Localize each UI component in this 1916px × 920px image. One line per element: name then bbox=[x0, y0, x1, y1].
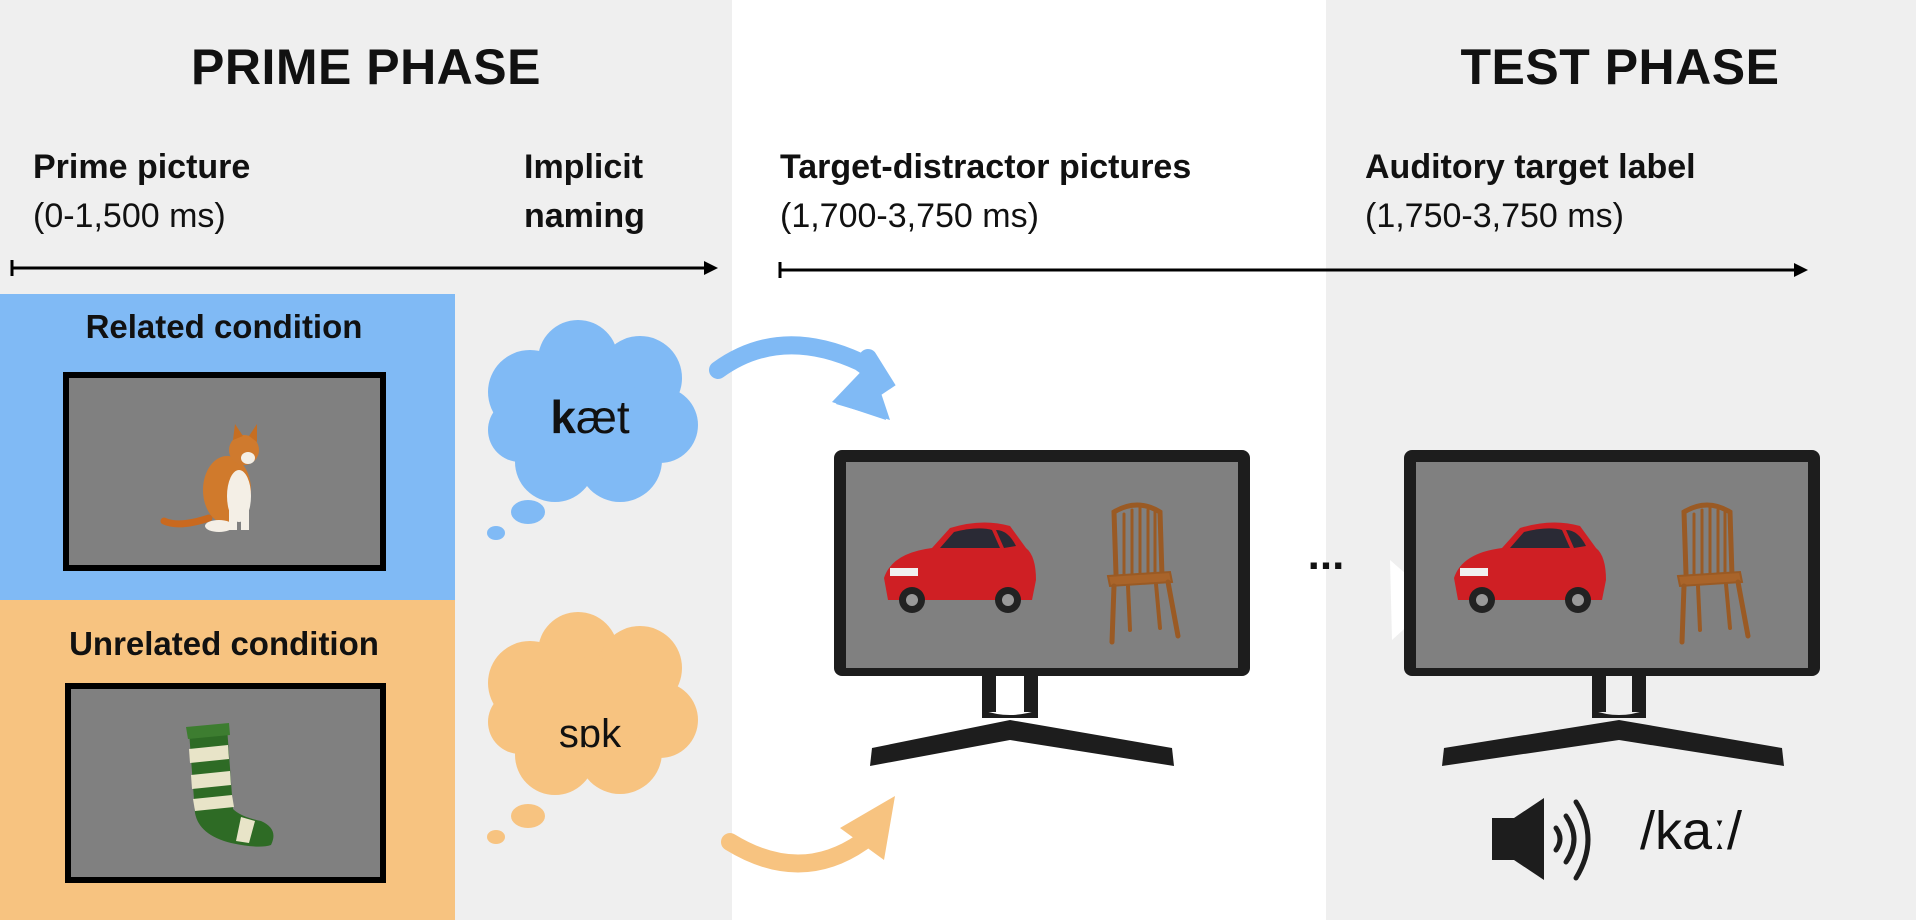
unrelated-thought-bubble bbox=[487, 612, 698, 844]
related-word-rest: æt bbox=[575, 391, 630, 443]
target-distractor-label: Target-distractor pictures bbox=[780, 148, 1192, 186]
unrelated-curved-arrow bbox=[721, 796, 895, 873]
target-distractor-label-group: Target-distractor pictures (1,700-3,750 … bbox=[780, 143, 1191, 241]
implicit-naming-line1: Implicit bbox=[524, 148, 644, 186]
unrelated-word: sɒk bbox=[558, 712, 622, 756]
target-distractor-monitor bbox=[832, 448, 1252, 768]
car-image bbox=[1454, 522, 1606, 613]
unrelated-condition-title: Unrelated condition bbox=[69, 625, 379, 662]
auditory-test-monitor bbox=[1402, 448, 1822, 768]
related-word: kæt bbox=[510, 390, 670, 444]
implicit-naming-line2: naming bbox=[524, 197, 645, 235]
spoken-target-word: /kaː/ bbox=[1640, 801, 1743, 861]
chair-image bbox=[1676, 502, 1751, 645]
related-curved-arrow bbox=[709, 336, 896, 420]
related-condition-title: Related condition bbox=[85, 308, 363, 345]
auditory-target-timing: (1,750-3,750 ms) bbox=[1365, 197, 1624, 235]
auditory-label-group: Auditory target label (1,750-3,750 ms) bbox=[1365, 143, 1696, 241]
sock-image bbox=[186, 723, 274, 847]
implicit-naming-label-group: Implicit naming bbox=[524, 143, 645, 241]
ellipsis: ... bbox=[1307, 530, 1345, 579]
monitor-2-graphic bbox=[1404, 450, 1820, 766]
car-image bbox=[884, 522, 1036, 613]
test-timeline-arrow bbox=[778, 262, 1808, 278]
related-thought-bubble bbox=[487, 320, 698, 540]
prime-picture-label: Prime picture bbox=[33, 148, 251, 186]
test-phase-title: TEST PHASE bbox=[1460, 39, 1780, 95]
cat-image bbox=[160, 424, 259, 532]
speaker-icon bbox=[1492, 798, 1591, 881]
prime-picture-label-group: Prime picture (0-1,500 ms) bbox=[33, 143, 250, 241]
prime-phase-title: PRIME PHASE bbox=[190, 39, 541, 95]
target-distractor-timing: (1,700-3,750 ms) bbox=[780, 197, 1039, 235]
chair-image bbox=[1106, 502, 1181, 645]
unrelated-prime-screen bbox=[65, 683, 386, 883]
auditory-target-label: Auditory target label bbox=[1365, 148, 1696, 186]
related-word-onset: k bbox=[550, 391, 576, 443]
monitor-1-graphic bbox=[834, 450, 1250, 766]
prime-timeline-arrow bbox=[10, 260, 718, 276]
prime-picture-timing: (0-1,500 ms) bbox=[33, 197, 226, 235]
related-prime-screen bbox=[63, 372, 386, 571]
